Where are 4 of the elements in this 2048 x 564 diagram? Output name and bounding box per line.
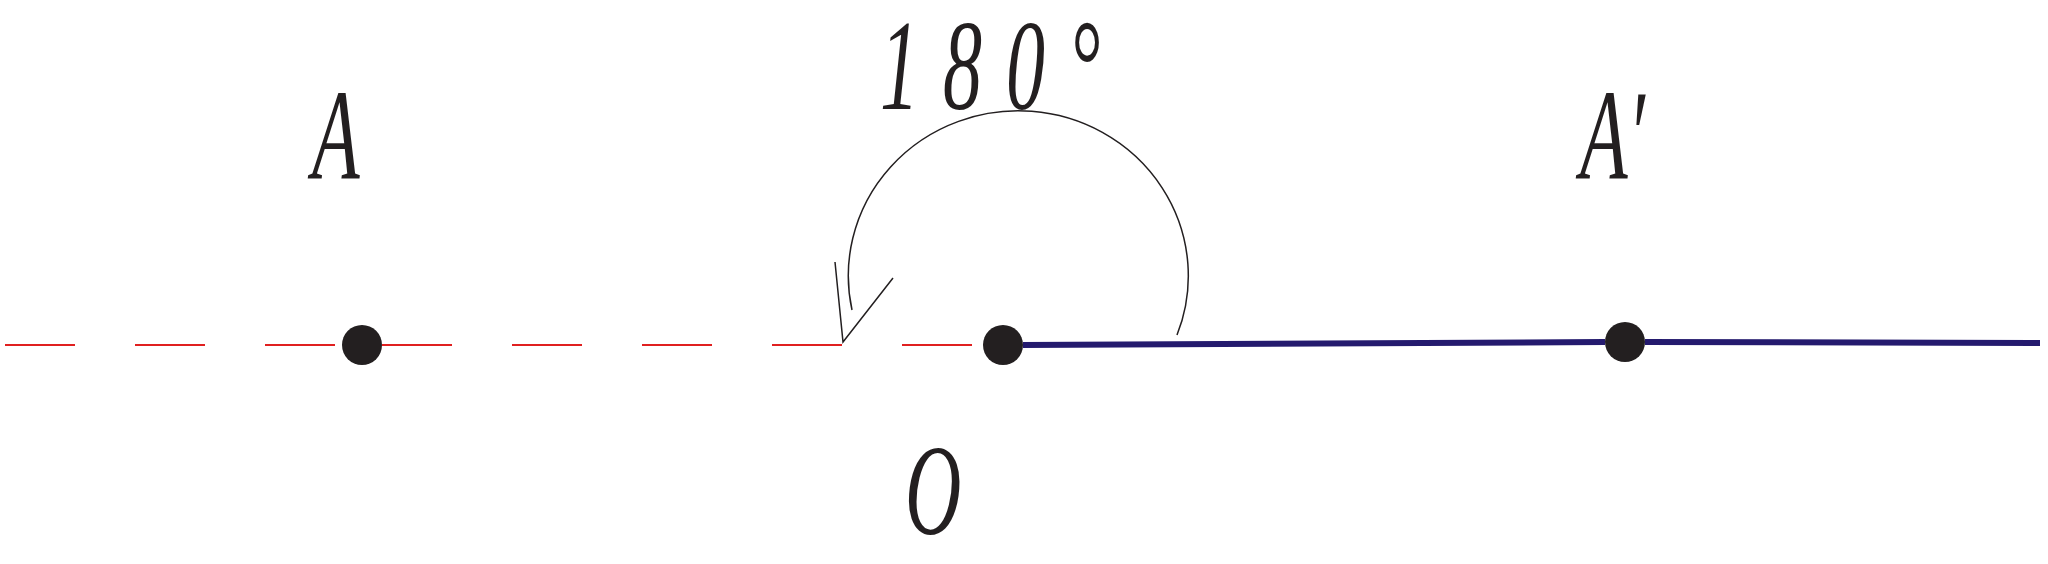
angle-label: 180° [880, 0, 1125, 130]
line-segment [1645, 339, 2040, 346]
point-label: O [905, 425, 962, 555]
line-segment [1023, 339, 1605, 348]
